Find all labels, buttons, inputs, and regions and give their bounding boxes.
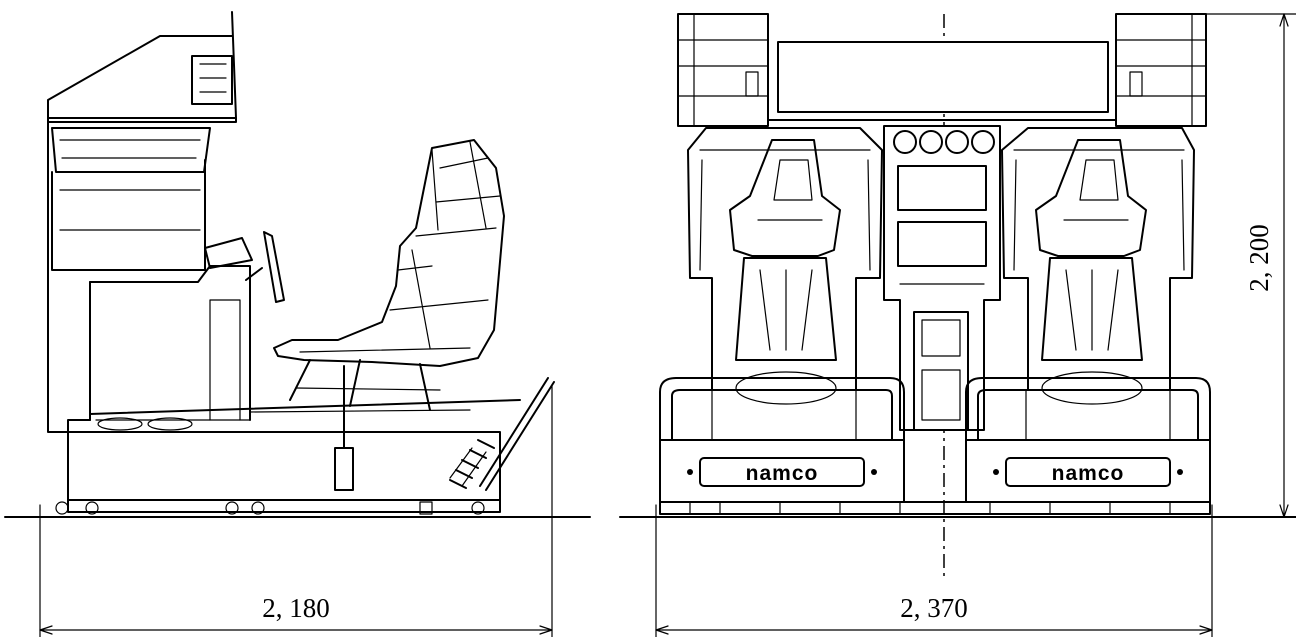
side-view: 2, 180: [4, 11, 591, 637]
front-width-label: 2, 370: [900, 593, 968, 623]
front-marquee: [777, 41, 1109, 113]
front-rail-left: [659, 377, 905, 441]
height-label: 2, 200: [1244, 224, 1274, 292]
side-seat: [273, 139, 505, 491]
side-width-label: 2, 180: [262, 593, 330, 623]
front-rail-right: [965, 377, 1211, 441]
front-base-right: namco: [965, 439, 1211, 503]
namco-logo-left: namco: [746, 462, 819, 485]
side-pedal-weight: [334, 447, 354, 491]
front-view: namco namco 2, 370 2, 200: [619, 13, 1296, 637]
side-monitor-housing: [47, 11, 237, 431]
front-seat-left: [687, 127, 883, 405]
front-speaker-left: [677, 13, 769, 127]
gauge-icon: [893, 130, 917, 154]
side-lower-cabinet: [47, 231, 285, 433]
side-floor-platform: [55, 399, 521, 515]
gauge-icon: [945, 130, 969, 154]
front-base-left: namco: [659, 439, 905, 503]
height-dimension: 2, 200: [1205, 13, 1296, 518]
namco-logo-right: namco: [1052, 462, 1125, 485]
side-width-dimension: 2, 180: [39, 385, 553, 637]
front-speaker-right: [1115, 13, 1207, 127]
gauge-icon: [971, 130, 995, 154]
side-shifter: [449, 377, 555, 491]
front-seat-right: [1001, 127, 1195, 405]
front-center-tower: [883, 125, 1001, 431]
gauge-icon: [919, 130, 943, 154]
front-width-dimension: 2, 370: [655, 504, 1213, 637]
